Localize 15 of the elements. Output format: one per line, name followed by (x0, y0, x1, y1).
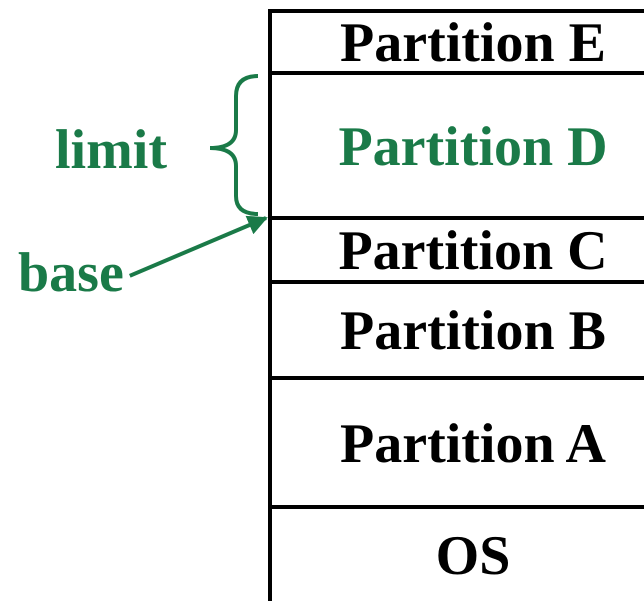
memory-partition (268, 280, 644, 378)
memory-partition (268, 376, 644, 507)
memory-partition (268, 71, 644, 218)
memory-partition (268, 9, 644, 73)
partition-label: Partition D (338, 118, 608, 174)
range-label: limit (55, 122, 167, 178)
pointer-arrow (129, 216, 268, 278)
pointer-label: base (18, 245, 124, 301)
partition-label: OS (436, 528, 510, 584)
partition-label: Partition B (340, 303, 606, 359)
partition-label: Partition C (338, 223, 608, 279)
memory-partition (268, 505, 644, 601)
partition-label: Partition A (340, 416, 606, 472)
partition-label: Partition E (340, 15, 606, 71)
memory-partition (268, 216, 644, 282)
